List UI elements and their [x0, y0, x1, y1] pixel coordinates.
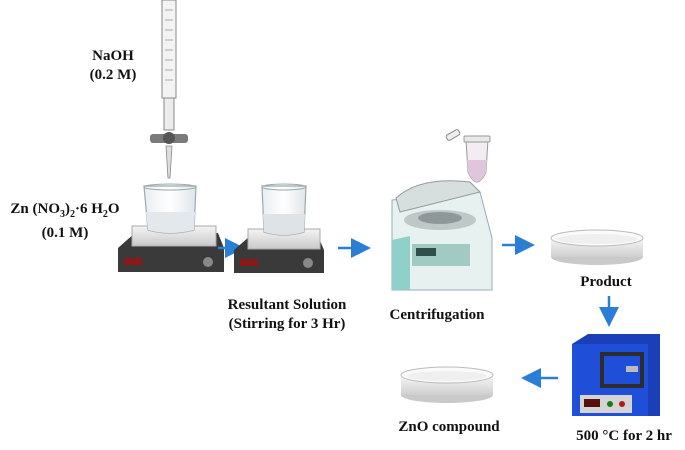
- zinc-nitrate-concentration: (0.1 M): [41, 225, 89, 241]
- resultant-line1: Resultant Solution: [227, 297, 347, 313]
- zno-label: ZnO compound: [398, 419, 500, 435]
- beaker-icon: [143, 183, 197, 234]
- formula-subscript: 2: [70, 209, 75, 220]
- petri-dish-icon: [400, 366, 494, 403]
- magnetic-stirrer-icon: [118, 225, 224, 272]
- resultant-solution-label: Resultant Solution (Stirring for 3 Hr): [212, 296, 362, 334]
- centrifugation-label: Centrifugation: [389, 307, 485, 323]
- petri-dish-icon: [550, 229, 644, 265]
- formula-subscript: 2: [102, 209, 108, 220]
- formula-subscript: 3: [60, 209, 65, 220]
- beaker-icon: [261, 183, 307, 236]
- zinc-nitrate-formula: Zn (NO3)2·6 H2O: [0, 200, 130, 224]
- centrifuge-icon: [391, 180, 493, 291]
- furnace-condition-label: 500 °C for 2 hr: [576, 428, 672, 444]
- naoh-name: NaOH: [92, 48, 134, 64]
- formula-part: ): [65, 201, 70, 217]
- formula-part: O: [107, 201, 120, 217]
- formula-part: Zn (NO: [10, 201, 60, 217]
- formula-part: ·6 H: [75, 201, 103, 217]
- resultant-line2: (Stirring for 3 Hr): [228, 316, 346, 332]
- muffle-furnace-icon: [572, 334, 660, 416]
- burette-icon: [150, 0, 188, 179]
- naoh-concentration: (0.2 M): [89, 67, 137, 83]
- magnetic-stirrer-icon: [234, 228, 324, 273]
- naoh-label: NaOH (0.2 M): [78, 47, 148, 85]
- eppendorf-tube-icon: [445, 129, 491, 183]
- zinc-nitrate-label: Zn (NO3)2·6 H2O (0.1 M): [0, 200, 130, 243]
- product-label: Product: [580, 274, 632, 290]
